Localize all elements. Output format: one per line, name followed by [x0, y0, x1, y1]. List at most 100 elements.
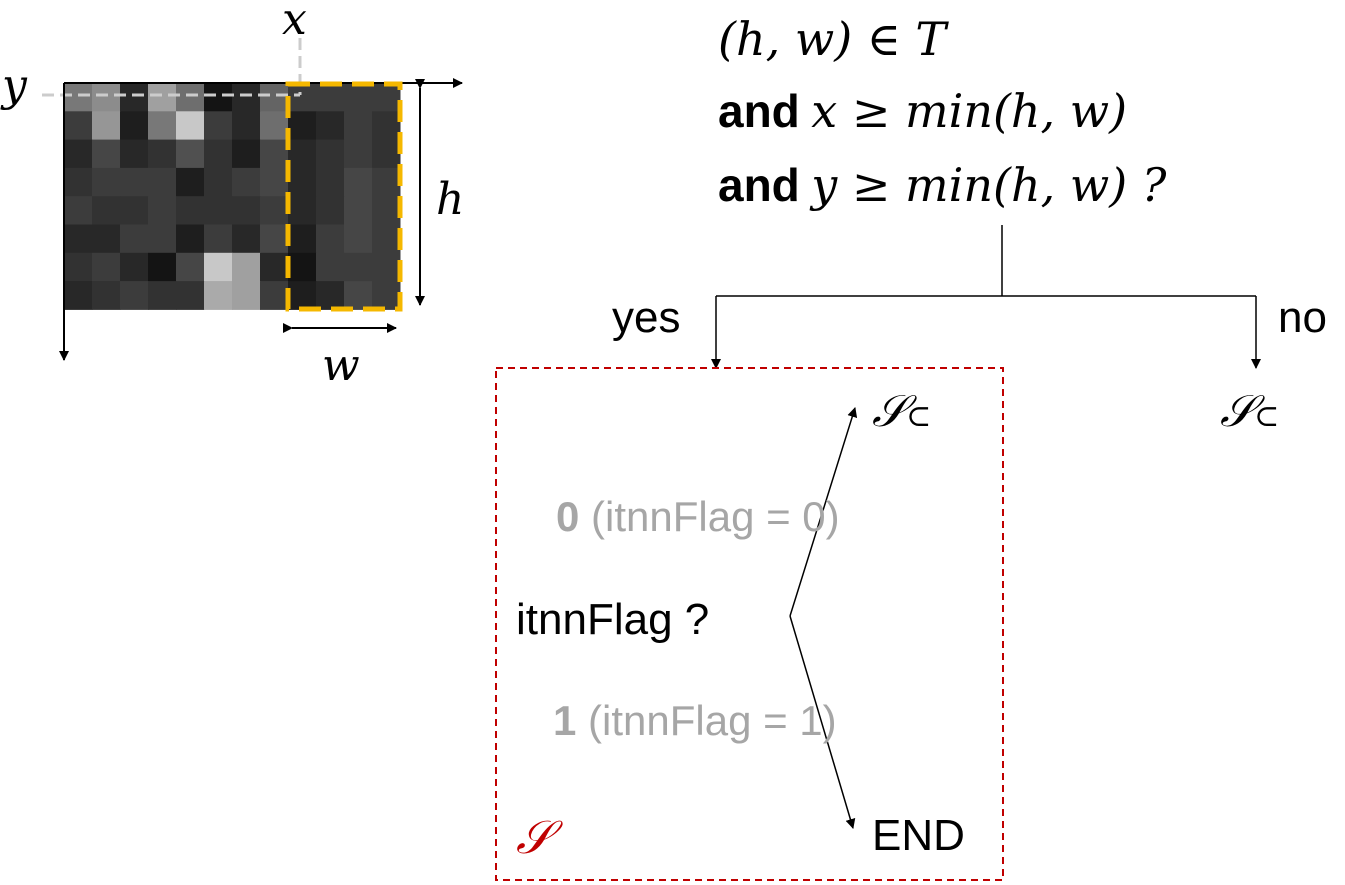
- flag-question: itnnFlag ?: [516, 595, 710, 644]
- patch-pixel: [260, 196, 289, 225]
- patch-pixel: [148, 167, 177, 197]
- patch-pixel: [148, 281, 177, 310]
- patch-pixel: [92, 281, 121, 310]
- patch-pixel: [372, 83, 401, 112]
- patch-pixel: [176, 252, 205, 282]
- patch-pixel: [288, 252, 317, 282]
- patch-pixel: [64, 224, 93, 254]
- patch-pixel: [288, 224, 317, 254]
- patch-pixel: [232, 111, 261, 141]
- patch-pixel: [120, 111, 149, 141]
- no-result: 𝒮⊂: [1220, 390, 1279, 434]
- patch-pixel: [316, 224, 345, 254]
- patch-pixel: [148, 111, 177, 141]
- patch-pixel: [176, 139, 205, 169]
- flag1-option: 1 (itnnFlag = 1): [553, 700, 837, 742]
- flag0-option: 0 (itnnFlag = 0): [556, 496, 840, 538]
- patch-pixel: [344, 281, 373, 310]
- patch-pixel: [344, 167, 373, 197]
- patch-pixel: [176, 281, 205, 310]
- patch-pixel: [288, 83, 317, 112]
- patch-pixel: [232, 196, 261, 225]
- patch-pixel: [120, 139, 149, 169]
- patch-pixel: [204, 83, 233, 112]
- flag0-result-symbol: 𝒮: [872, 386, 907, 437]
- patch-pixel: [232, 139, 261, 169]
- patch-pixel: [232, 281, 261, 310]
- patch-pixel: [288, 281, 317, 310]
- patch-pixel: [372, 111, 401, 141]
- flag0-arrow: [789, 407, 858, 617]
- patch-pixel: [204, 252, 233, 282]
- patch-pixel: [316, 281, 345, 310]
- patch-pixel: [64, 111, 93, 141]
- and-keyword-1: and: [718, 85, 800, 137]
- x-label: x: [282, 0, 307, 45]
- patch-pixel: [316, 139, 345, 169]
- patch-pixel: [148, 252, 177, 282]
- no-label: no: [1278, 293, 1327, 342]
- end-label: END: [872, 811, 965, 860]
- patch-pixel: [92, 167, 121, 197]
- patch-pixel: [372, 196, 401, 225]
- patch-pixel: [232, 83, 261, 112]
- and-keyword-2: and: [718, 159, 800, 211]
- patch-pixel: [372, 167, 401, 197]
- patch-pixel: [120, 281, 149, 310]
- condition-y-text: y ≥ min(h, w) ?: [811, 158, 1167, 212]
- flag0-value: 0: [556, 493, 580, 540]
- patch-pixel: [120, 224, 149, 254]
- flag1-text: (itnnFlag = 1): [588, 697, 837, 744]
- patch-pixel: [232, 224, 261, 254]
- no-result-subscript: ⊂: [1254, 399, 1280, 434]
- patch-pixel: [92, 139, 121, 169]
- s-box-label: 𝒮: [516, 810, 552, 864]
- patch-pixel: [92, 224, 121, 254]
- patch-pixel: [260, 139, 289, 169]
- condition-line-3: and y ≥ min(h, w) ?: [718, 162, 1166, 209]
- patch-pixel: [64, 196, 93, 225]
- patch-pixel: [260, 111, 289, 141]
- flag1-value: 1: [553, 697, 577, 744]
- image-patch-grid: [64, 83, 401, 310]
- patch-pixel: [92, 252, 121, 282]
- condition-line-2: and x ≥ min(h, w): [718, 88, 1127, 135]
- patch-pixel: [316, 111, 345, 141]
- patch-pixel: [64, 139, 93, 169]
- w-label: w: [322, 340, 360, 391]
- patch-pixel: [288, 196, 317, 225]
- patch-pixel: [176, 196, 205, 225]
- flag0-result: 𝒮⊂: [872, 390, 931, 434]
- patch-pixel: [176, 224, 205, 254]
- patch-pixel: [288, 139, 317, 169]
- patch-pixel: [316, 167, 345, 197]
- patch-pixel: [204, 139, 233, 169]
- patch-pixel: [92, 111, 121, 141]
- patch-pixel: [92, 196, 121, 225]
- patch-pixel: [176, 83, 205, 112]
- patch-pixel: [232, 167, 261, 197]
- patch-pixel: [148, 83, 177, 112]
- patch-pixel: [176, 111, 205, 141]
- patch-pixel: [372, 281, 401, 310]
- patch-pixel: [120, 167, 149, 197]
- patch-pixel: [260, 252, 289, 282]
- patch-pixel: [148, 139, 177, 169]
- patch-pixel: [204, 196, 233, 225]
- no-result-symbol: 𝒮: [1220, 386, 1255, 437]
- patch-pixel: [148, 196, 177, 225]
- flag1-arrow: [789, 615, 856, 829]
- patch-pixel: [64, 83, 93, 112]
- patch-pixel: [204, 224, 233, 254]
- patch-pixel: [372, 252, 401, 282]
- patch-pixel: [120, 83, 149, 112]
- patch-pixel: [260, 224, 289, 254]
- patch-pixel: [176, 167, 205, 197]
- patch-pixel: [316, 252, 345, 282]
- patch-pixel: [64, 281, 93, 310]
- patch-pixel: [344, 252, 373, 282]
- patch-pixel: [372, 139, 401, 169]
- patch-pixel: [260, 83, 289, 112]
- patch-pixel: [344, 83, 373, 112]
